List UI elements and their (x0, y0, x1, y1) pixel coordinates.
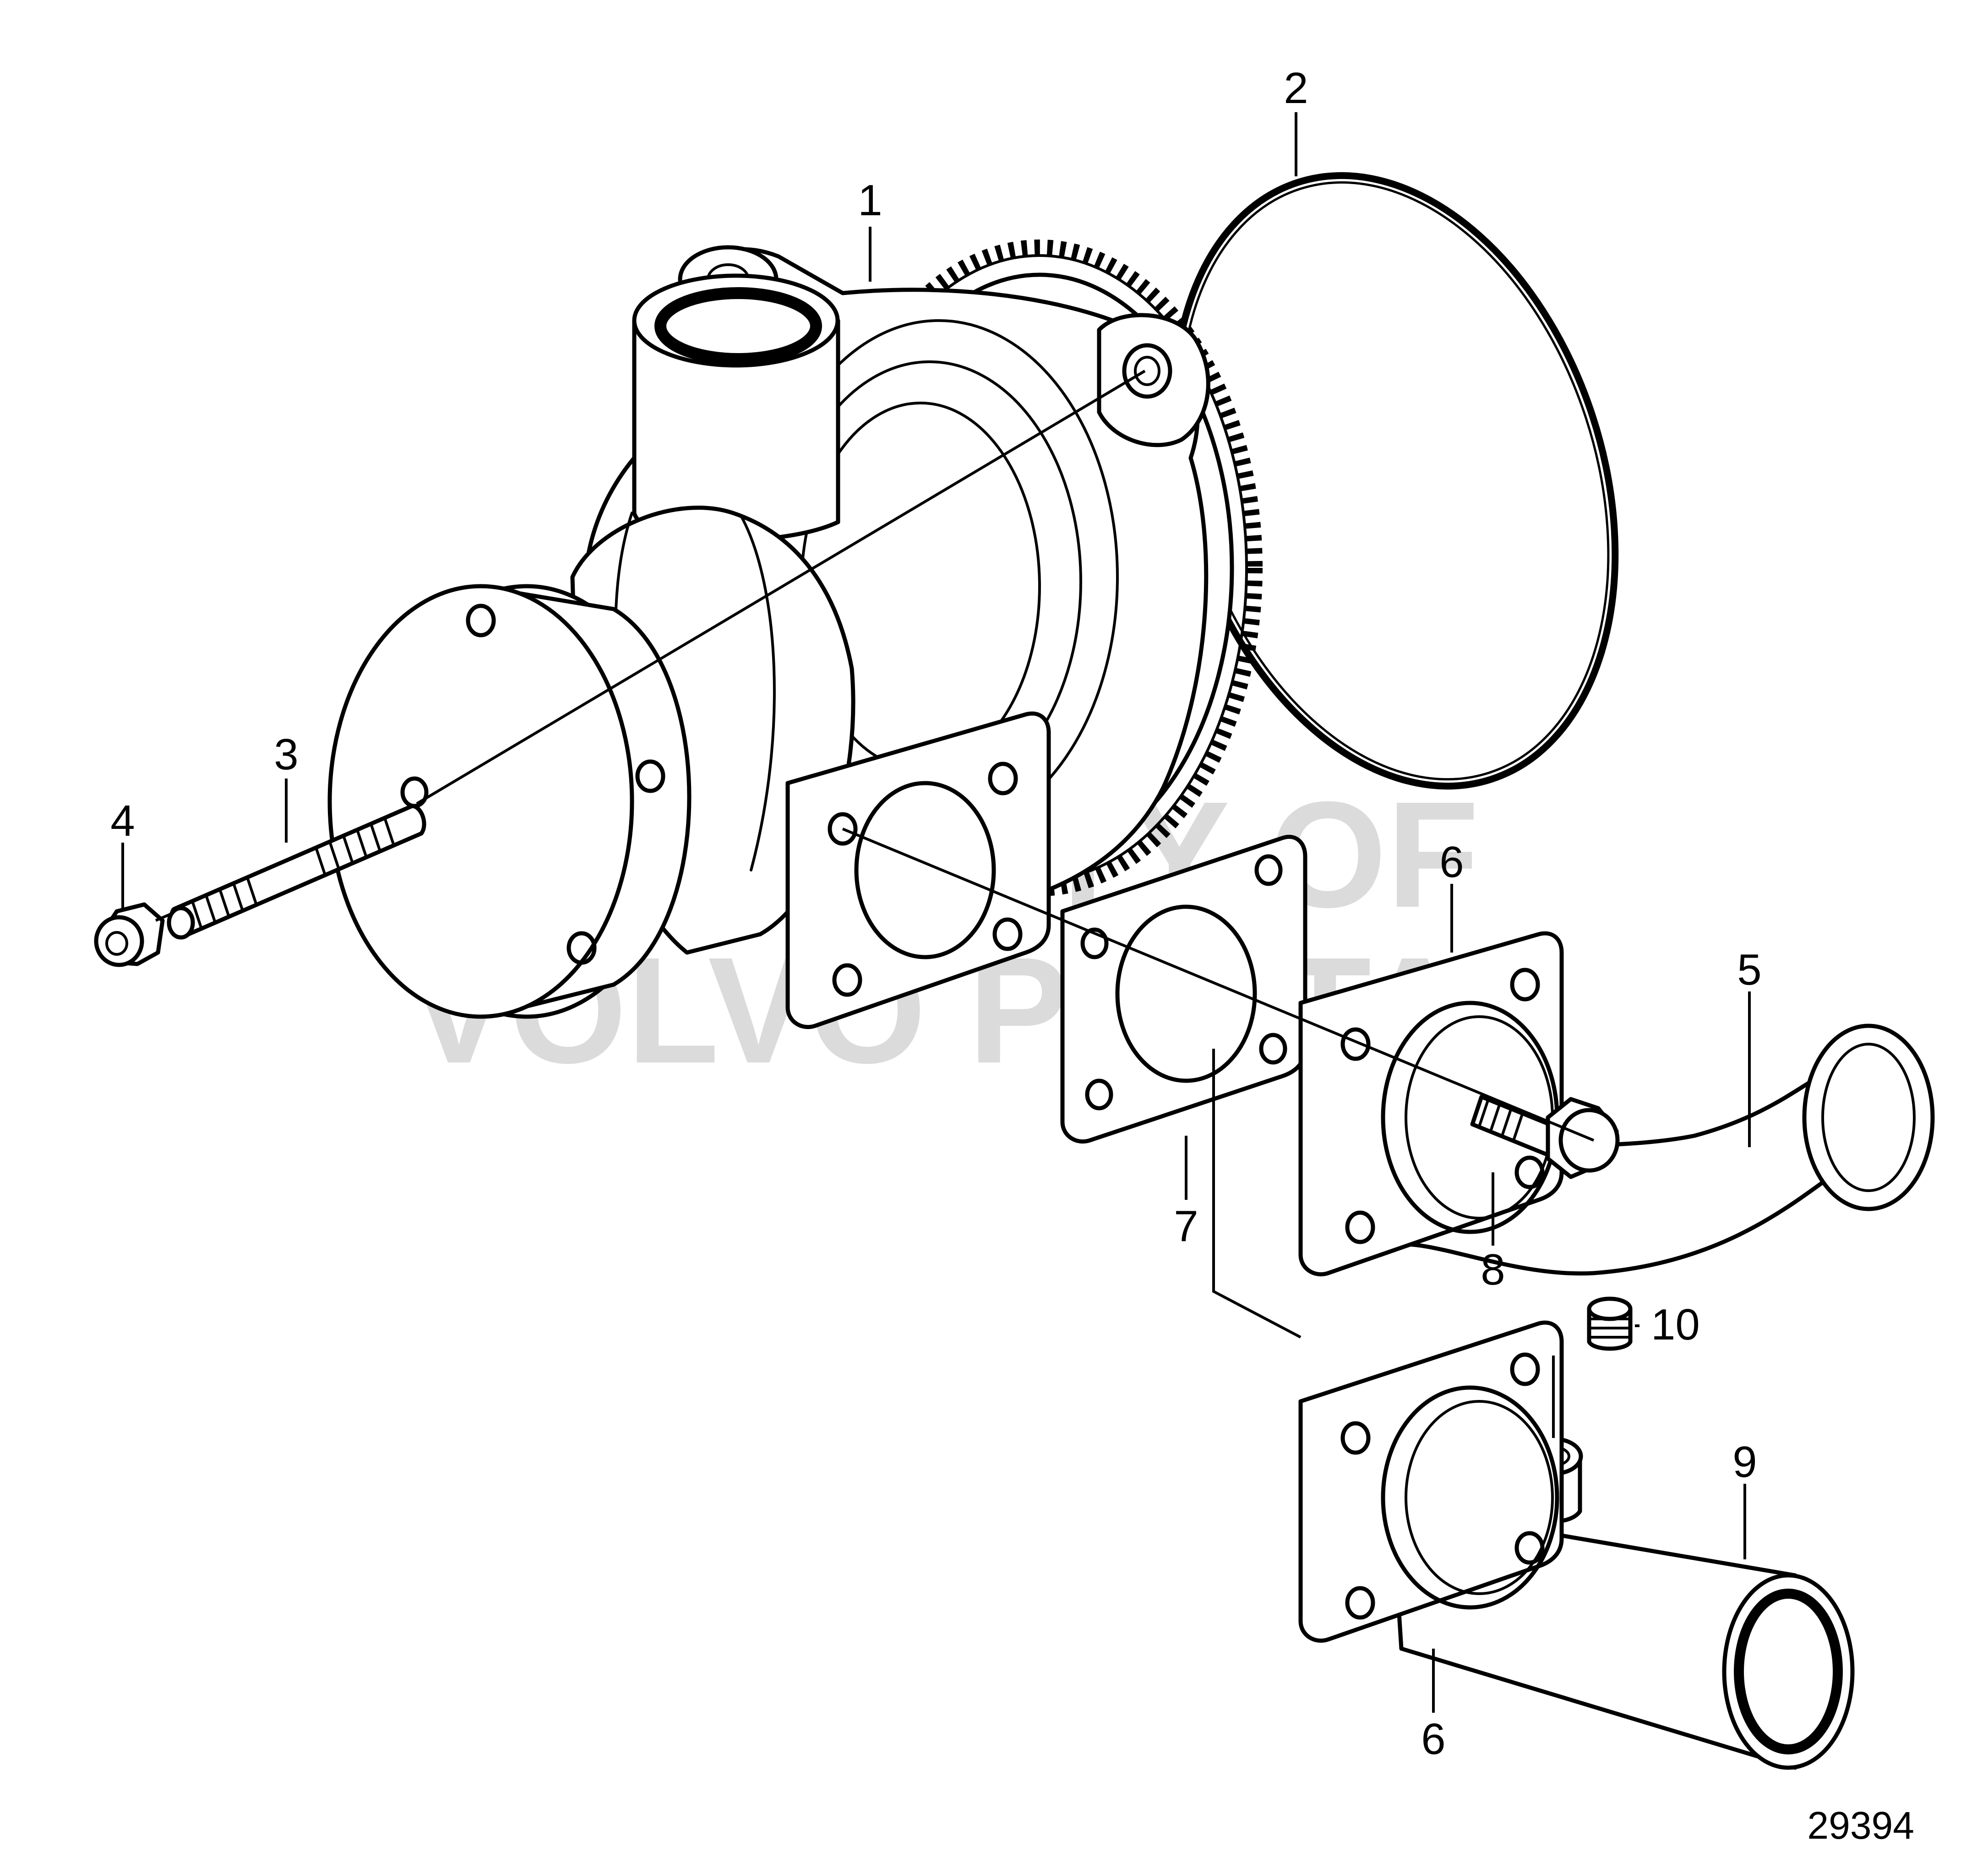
callout-6-lower: 6 (1421, 1715, 1445, 1764)
plug-part (1587, 1296, 1633, 1351)
callout-9: 9 (1732, 1438, 1757, 1487)
callout-6-upper: 6 (1439, 838, 1464, 887)
gasket-part (1060, 834, 1307, 1144)
drawing-number: 29394 (1807, 1804, 1914, 1847)
callout-7: 7 (1174, 1202, 1198, 1251)
callout-4: 4 (110, 796, 135, 845)
callout-1: 1 (858, 176, 882, 225)
callouts: 1 2 3 4 5 6 7 8 9 10 6 (110, 64, 1761, 1764)
pump-housing-part (327, 240, 1263, 1029)
elbow-pipe-part (1298, 931, 1935, 1277)
callout-10: 10 (1651, 1300, 1700, 1349)
assembly-lines (155, 370, 1595, 1438)
callout-2: 2 (1284, 64, 1308, 113)
stud-part (167, 804, 426, 940)
callout-5: 5 (1737, 945, 1761, 994)
flange-nut-part (94, 902, 165, 967)
straight-pipe-part (1298, 1320, 1855, 1770)
flange-bolt-part (1470, 1095, 1620, 1179)
leader-lines (121, 112, 1751, 1713)
callout-3: 3 (274, 730, 298, 779)
callout-8: 8 (1481, 1245, 1505, 1294)
